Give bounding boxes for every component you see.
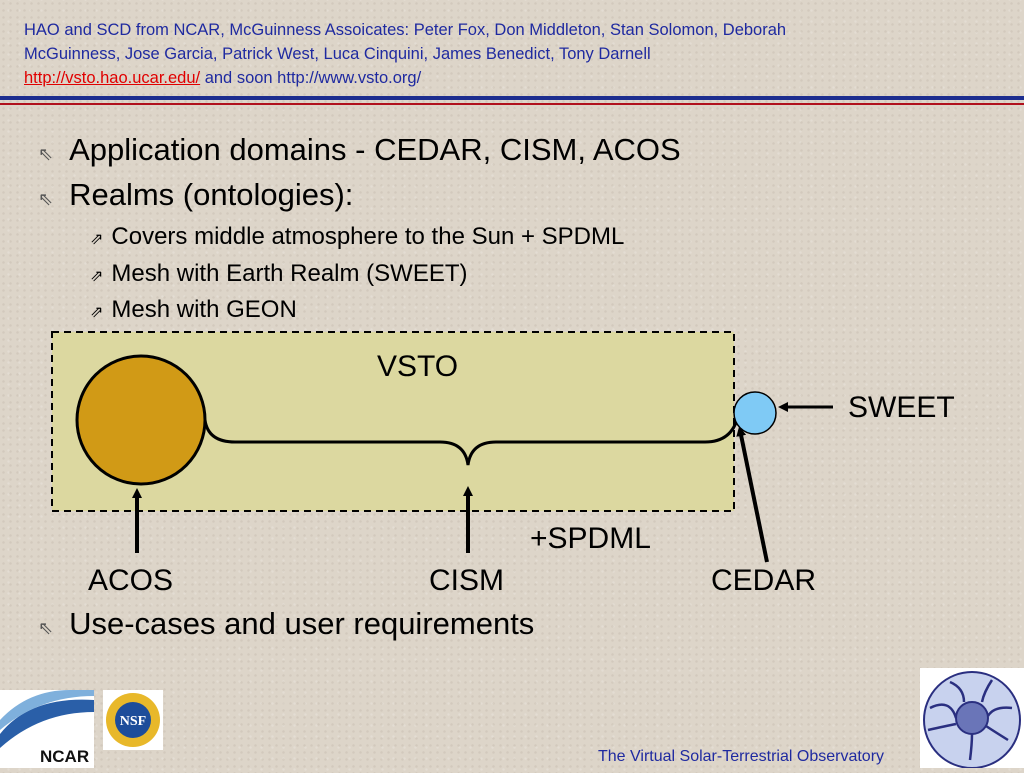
- vsto-label: VSTO: [377, 350, 459, 383]
- ncar-swoosh-icon: NCAR: [0, 690, 94, 766]
- ncar-logo: NCAR: [0, 690, 94, 768]
- footer-title: The Virtual Solar-Terrestrial Observator…: [598, 748, 885, 765]
- arrow-up-right-icon: ⇗: [90, 268, 104, 285]
- arrow-up-left-icon: ⇖: [38, 189, 54, 209]
- sub-bullet-mesh-geon: ⇗ Mesh with GEON: [90, 296, 297, 324]
- acos-circle: [75, 354, 207, 486]
- vsto-logo: [920, 668, 1024, 769]
- sub-bullet-mesh-earth: ⇗ Mesh with Earth Realm (SWEET): [90, 260, 467, 288]
- vsto-diagram: VSTO SWEET +SPDML ACOS CISM CEDAR: [0, 320, 1024, 610]
- author-credits: HAO and SCD from NCAR, McGuinness Assoic…: [24, 18, 1004, 90]
- spdml-label: +SPDML: [530, 522, 651, 555]
- sub-bullet-text: Mesh with Earth Realm (SWEET): [111, 260, 468, 287]
- arrow-up-right-icon: ⇗: [90, 231, 104, 248]
- vsto-emblem-icon: [920, 668, 1024, 769]
- arrow-up-left-icon: ⇖: [38, 144, 54, 164]
- vsto-diagram-graphic: [51, 331, 833, 563]
- nsf-logo-text: NSF: [120, 714, 146, 729]
- header-rule-red: [0, 103, 1024, 105]
- slide-header: HAO and SCD from NCAR, McGuinness Assoic…: [0, 0, 1024, 105]
- bullet-text: Application domains - CEDAR, CISM, ACOS: [69, 132, 681, 167]
- arrow-up-right-icon: ⇗: [90, 304, 104, 321]
- sub-bullet-covers: ⇗ Covers middle atmosphere to the Sun + …: [90, 223, 624, 251]
- sweet-circle: [733, 391, 777, 435]
- sub-bullet-text: Mesh with GEON: [111, 296, 297, 323]
- ncar-logo-text: NCAR: [40, 747, 89, 766]
- bullet-use-cases: ⇖ Use-cases and user requirements: [38, 606, 534, 642]
- cism-label: CISM: [429, 564, 504, 597]
- bullet-text: Use-cases and user requirements: [69, 606, 535, 641]
- bullet-realms: ⇖ Realms (ontologies):: [38, 177, 353, 213]
- header-line-3: http://vsto.hao.ucar.edu/ and soon http:…: [24, 66, 1004, 90]
- header-line-2: McGuinness, Jose Garcia, Patrick West, L…: [24, 45, 651, 63]
- sweet-label: SWEET: [848, 391, 955, 424]
- nsf-logo: NSF: [103, 690, 163, 750]
- cedar-label: CEDAR: [711, 564, 817, 597]
- sub-bullet-text: Covers middle atmosphere to the Sun + SP…: [111, 223, 625, 250]
- cedar-arrow: [736, 426, 769, 563]
- header-rule-blue: [0, 96, 1024, 100]
- nsf-seal-icon: NSF: [103, 690, 163, 750]
- arrow-up-left-icon: ⇖: [38, 618, 54, 638]
- header-line-1: HAO and SCD from NCAR, McGuinness Assoic…: [24, 21, 787, 39]
- bullet-application-domains: ⇖ Application domains - CEDAR, CISM, ACO…: [38, 132, 681, 168]
- brace-connector: [203, 415, 740, 466]
- bullet-text: Realms (ontologies):: [69, 177, 354, 212]
- header-link-suffix: and soon http://www.vsto.org/: [200, 69, 422, 87]
- vsto-link[interactable]: http://vsto.hao.ucar.edu/: [24, 69, 201, 87]
- acos-label: ACOS: [88, 564, 174, 597]
